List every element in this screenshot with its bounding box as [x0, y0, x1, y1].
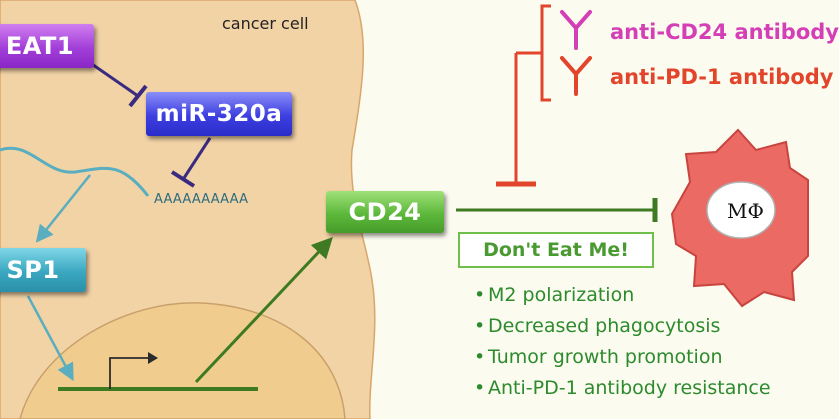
mrna-strand: [0, 146, 150, 197]
mirna-node: miR-320a: [146, 92, 292, 136]
list-item: •Decreased phagocytosis: [474, 315, 721, 337]
transcription-start-head: [148, 352, 158, 364]
cd24-node: CD24: [326, 191, 444, 233]
antibody-y-icon: [560, 10, 592, 50]
dont-eat-me-signal: Don't Eat Me!: [458, 232, 654, 268]
antibody-bracket: [540, 4, 551, 102]
effects-list: •M2 polarization •Decreased phagocytosis…: [474, 280, 771, 404]
inhibition-bar-mrna: [170, 170, 196, 188]
arrow-sp1-promoter: [26, 295, 74, 382]
antibody-y-icon: [560, 56, 592, 96]
transcription-start-arrow: [109, 357, 148, 389]
list-item: •M2 polarization: [474, 284, 635, 306]
polya-tail: AAAAAAAAAA: [154, 192, 249, 207]
macrophage-label: MΦ: [727, 199, 764, 223]
sp1-node: SP1: [0, 248, 86, 292]
macrophage-nucleus: [706, 181, 776, 239]
inhibition-mir320a-mrna: [182, 137, 212, 179]
arrow-gene-cd24: [194, 236, 333, 384]
arrow-mrna-sp1: [35, 174, 91, 243]
dont-eat-me-label: Don't Eat Me!: [483, 239, 629, 261]
list-item: •Anti-PD-1 antibody resistance: [474, 377, 771, 399]
lncrna-eat1-node: EAT1: [0, 24, 94, 68]
list-item: •Tumor growth promotion: [474, 346, 723, 368]
inhibition-bar-mir320a: [128, 84, 148, 108]
anti-cd24-label: anti-CD24 antibody: [610, 20, 839, 44]
inhibition-eat1-mir320a: [85, 58, 139, 98]
cancer-cell-label: cancer cell: [222, 14, 309, 33]
anti-pd1-label: anti-PD-1 antibody: [610, 65, 834, 89]
